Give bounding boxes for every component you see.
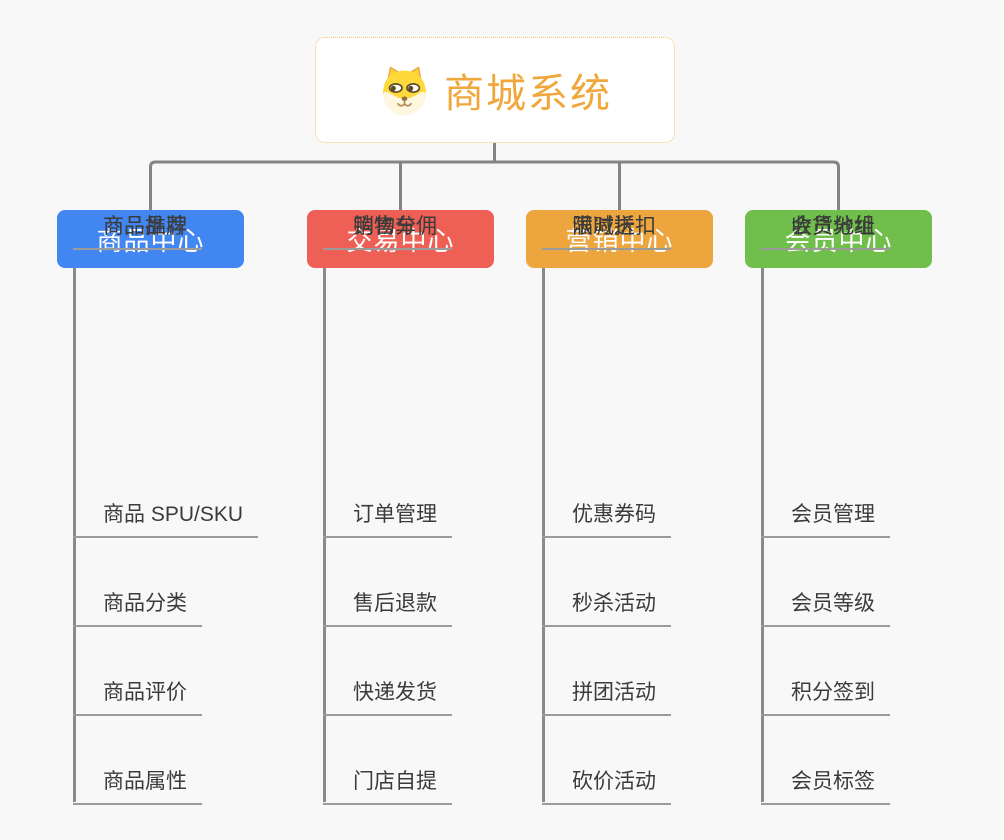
leaf-node-points-checkin[interactable]: 积分签到 [761, 676, 890, 716]
branch-node-product-center[interactable]: 商品中心 [57, 210, 244, 268]
leaf-node-group-buy[interactable]: 拼团活动 [542, 676, 671, 716]
branch-column-product-center: 商品中心 商品 SPU/SKU 商品分类 商品评价 商品属性 商品推荐 商品品牌 [57, 210, 307, 810]
branch-column-member-center: 会员中心 会员管理 会员等级 积分签到 会员标签 会员分组 收货地址 [745, 210, 995, 810]
leaf-node-product-category[interactable]: 商品分类 [73, 587, 202, 627]
leaf-node-full-reduction[interactable]: 满减送 [542, 210, 650, 250]
root-branch-connectors [149, 143, 840, 210]
leaf-node-product-spu-sku[interactable]: 商品 SPU/SKU [73, 498, 259, 538]
leaf-node-member-management[interactable]: 会员管理 [761, 498, 890, 538]
leaf-node-store-pickup[interactable]: 门店自提 [323, 765, 452, 805]
leaf-node-product-review[interactable]: 商品评价 [73, 676, 202, 716]
doge-icon [382, 66, 427, 115]
branch-node-member-center[interactable]: 会员中心 [745, 210, 932, 268]
branch-column-trade-center: 交易中心 订单管理 售后退款 快递发货 门店自提 购物车 销售分佣 [307, 210, 557, 810]
branch-trunk-line [323, 268, 326, 802]
leaf-node-express-delivery[interactable]: 快递发货 [323, 676, 452, 716]
branch-node-marketing-center[interactable]: 营销中心 [526, 210, 713, 268]
leaf-node-member-tag[interactable]: 会员标签 [761, 765, 890, 805]
leaf-node-product-attribute[interactable]: 商品属性 [73, 765, 202, 805]
leaf-node-member-level[interactable]: 会员等级 [761, 587, 890, 627]
leaf-node-order-management[interactable]: 订单管理 [323, 498, 452, 538]
root-node[interactable]: 商城系统 [315, 37, 675, 143]
branch-node-trade-center[interactable]: 交易中心 [307, 210, 494, 268]
root-title: 商城系统 [444, 72, 612, 116]
leaf-node-aftersale-refund[interactable]: 售后退款 [323, 587, 452, 627]
leaf-node-product-brand[interactable]: 商品品牌 [73, 210, 202, 250]
branch-column-marketing-center: 营销中心 优惠券码 秒杀活动 拼团活动 砍价活动 限时折扣 满减送 [526, 210, 776, 810]
leaf-node-sales-commission[interactable]: 销售分佣 [323, 210, 452, 250]
branch-trunk-line [761, 268, 764, 802]
branch-trunk-line [73, 268, 76, 802]
leaf-node-coupon-code[interactable]: 优惠券码 [542, 498, 671, 538]
leaf-node-shipping-address[interactable]: 收货地址 [761, 210, 890, 250]
branch-trunk-line [542, 268, 545, 802]
leaf-node-bargain-activity[interactable]: 砍价活动 [542, 765, 671, 805]
leaf-node-flash-sale[interactable]: 秒杀活动 [542, 587, 671, 627]
